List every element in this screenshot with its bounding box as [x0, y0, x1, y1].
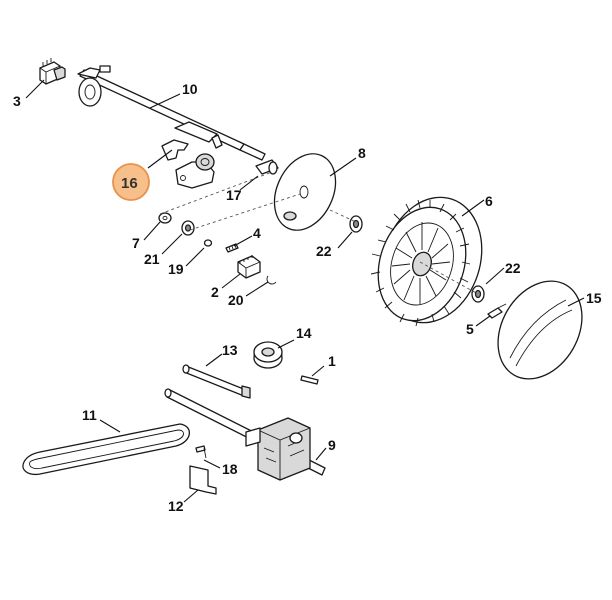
part-7-washer[interactable] [158, 212, 172, 224]
part-20-circlip[interactable] [266, 275, 277, 285]
callout-5[interactable]: 5 [466, 321, 474, 337]
callout-16[interactable]: 16 [121, 175, 138, 192]
callout-2[interactable]: 2 [211, 284, 219, 300]
callout-17[interactable]: 17 [226, 187, 242, 203]
highlight-marker-16[interactable] [112, 163, 150, 201]
part-11-drive-belt[interactable] [22, 423, 190, 476]
callout-21[interactable]: 21 [144, 251, 160, 267]
part-13-shaft[interactable] [182, 364, 251, 399]
callout-15[interactable]: 15 [586, 290, 602, 306]
callout-1[interactable]: 1 [328, 353, 336, 369]
callout-19[interactable]: 19 [168, 261, 184, 277]
part-22-bearing-upper[interactable] [349, 215, 363, 233]
callout-14[interactable]: 14 [296, 325, 312, 341]
part-9-transmission[interactable] [164, 388, 326, 481]
callout-8[interactable]: 8 [358, 145, 366, 161]
part-8-wheel-disc[interactable] [263, 144, 348, 240]
callout-3[interactable]: 3 [13, 93, 21, 109]
part-3-drive-pinion[interactable] [39, 58, 66, 85]
part-1-pin[interactable] [300, 375, 319, 385]
assembly-lines [159, 171, 479, 295]
callout-labels: 3 10 16 17 8 6 22 22 15 5 7 21 19 4 2 20… [13, 81, 602, 514]
part-18-screw[interactable] [195, 445, 207, 459]
part-2-gear[interactable] [237, 255, 261, 279]
callout-7[interactable]: 7 [132, 235, 140, 251]
part-15-hubcap[interactable] [481, 266, 599, 394]
callout-6[interactable]: 6 [485, 193, 493, 209]
part-17-bushing[interactable] [255, 159, 279, 175]
callout-22b[interactable]: 22 [505, 260, 521, 276]
callout-4[interactable]: 4 [253, 225, 261, 241]
callout-12[interactable]: 12 [168, 498, 184, 514]
callout-18[interactable]: 18 [222, 461, 238, 477]
callout-10[interactable]: 10 [182, 81, 198, 97]
callout-9[interactable]: 9 [328, 437, 336, 453]
part-6-wheel[interactable] [364, 184, 497, 335]
callout-13[interactable]: 13 [222, 342, 238, 358]
part-12-bracket[interactable] [189, 465, 217, 495]
part-21-bearing[interactable] [181, 220, 195, 236]
part-14-pulley[interactable] [253, 341, 283, 369]
part-5-screw[interactable] [487, 303, 507, 319]
leader-lines [25, 79, 585, 503]
part-16-bracket[interactable] [161, 139, 215, 189]
callout-22a[interactable]: 22 [316, 243, 332, 259]
callout-11[interactable]: 11 [82, 407, 97, 423]
part-10-lever-shaft[interactable] [77, 65, 266, 161]
part-19-ring[interactable] [203, 239, 213, 247]
callout-20[interactable]: 20 [228, 292, 244, 308]
